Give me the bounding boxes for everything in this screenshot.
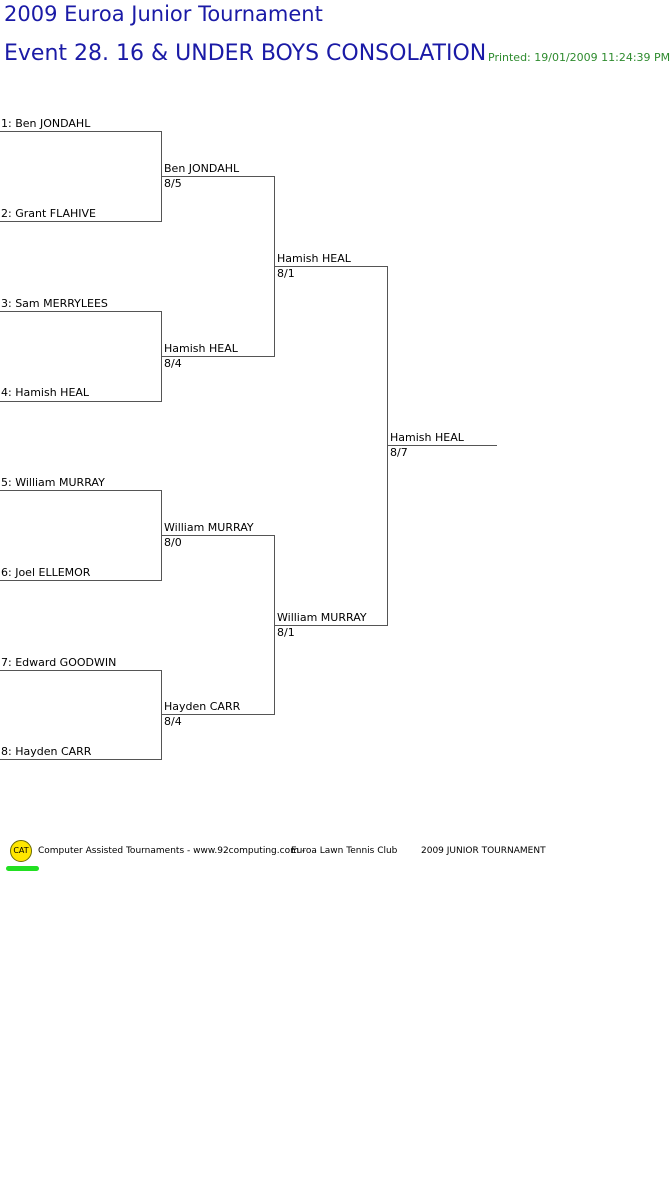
final-winner: Hamish HEAL: [390, 431, 464, 444]
bracket-line: [162, 714, 274, 715]
bracket-line: [162, 356, 274, 357]
bracket-line: [388, 445, 497, 446]
event-title: Event 28. 16 & UNDER BOYS CONSOLATION: [4, 41, 487, 66]
bracket-connector: [161, 131, 162, 222]
bracket-connector: [161, 490, 162, 581]
entrant-6: 6: Joel ELLEMOR: [1, 566, 91, 579]
bracket-connector: [161, 670, 162, 760]
round2-winner-1: Ben JONDAHL: [164, 162, 240, 175]
round2-score-3: 8/0: [164, 536, 182, 549]
bracket-line: [0, 221, 161, 222]
bracket-line: [0, 401, 161, 402]
round2-winner-3: William MURRAY: [164, 521, 254, 534]
bracket-line: [0, 580, 161, 581]
bracket-line: [0, 759, 161, 760]
cat-logo-swoosh-icon: [6, 866, 39, 871]
bracket-connector: [274, 176, 275, 357]
final-score: 8/7: [390, 446, 408, 459]
bracket-connector: [387, 266, 388, 626]
footer-club: Euroa Lawn Tennis Club: [291, 846, 398, 856]
entrant-8: 8: Hayden CARR: [1, 745, 92, 758]
round2-winner-4: Hayden CARR: [164, 700, 241, 713]
bracket-line: [275, 266, 387, 267]
bracket-line: [0, 490, 161, 491]
bracket-line: [162, 176, 274, 177]
round2-score-2: 8/4: [164, 357, 182, 370]
round3-winner-2: William MURRAY: [277, 611, 367, 624]
bracket-line: [275, 625, 387, 626]
bracket-line: [0, 670, 161, 671]
bracket-line: [0, 131, 161, 132]
entrant-1: 1: Ben JONDAHL: [1, 117, 91, 130]
round3-score-1: 8/1: [277, 267, 295, 280]
entrant-3: 3: Sam MERRYLEES: [1, 297, 108, 310]
entrant-2: 2: Grant FLAHIVE: [1, 207, 96, 220]
printed-timestamp: Printed: 19/01/2009 11:24:39 PM: [488, 51, 670, 64]
cat-logo-icon: CAT: [10, 840, 32, 862]
round2-score-4: 8/4: [164, 715, 182, 728]
footer-credits: Computer Assisted Tournaments - www.92co…: [38, 846, 305, 856]
tournament-title: 2009 Euroa Junior Tournament: [4, 2, 323, 26]
footer-tournament: 2009 JUNIOR TOURNAMENT: [421, 846, 546, 856]
entrant-5: 5: William MURRAY: [1, 476, 105, 489]
round3-winner-1: Hamish HEAL: [277, 252, 351, 265]
entrant-4: 4: Hamish HEAL: [1, 386, 90, 399]
round2-winner-2: Hamish HEAL: [164, 342, 238, 355]
bracket-connector: [274, 535, 275, 715]
bracket-connector: [161, 311, 162, 402]
round3-score-2: 8/1: [277, 626, 295, 639]
bracket-line: [0, 311, 161, 312]
round2-score-1: 8/5: [164, 177, 182, 190]
bracket-line: [162, 535, 274, 536]
entrant-7: 7: Edward GOODWIN: [1, 656, 117, 669]
